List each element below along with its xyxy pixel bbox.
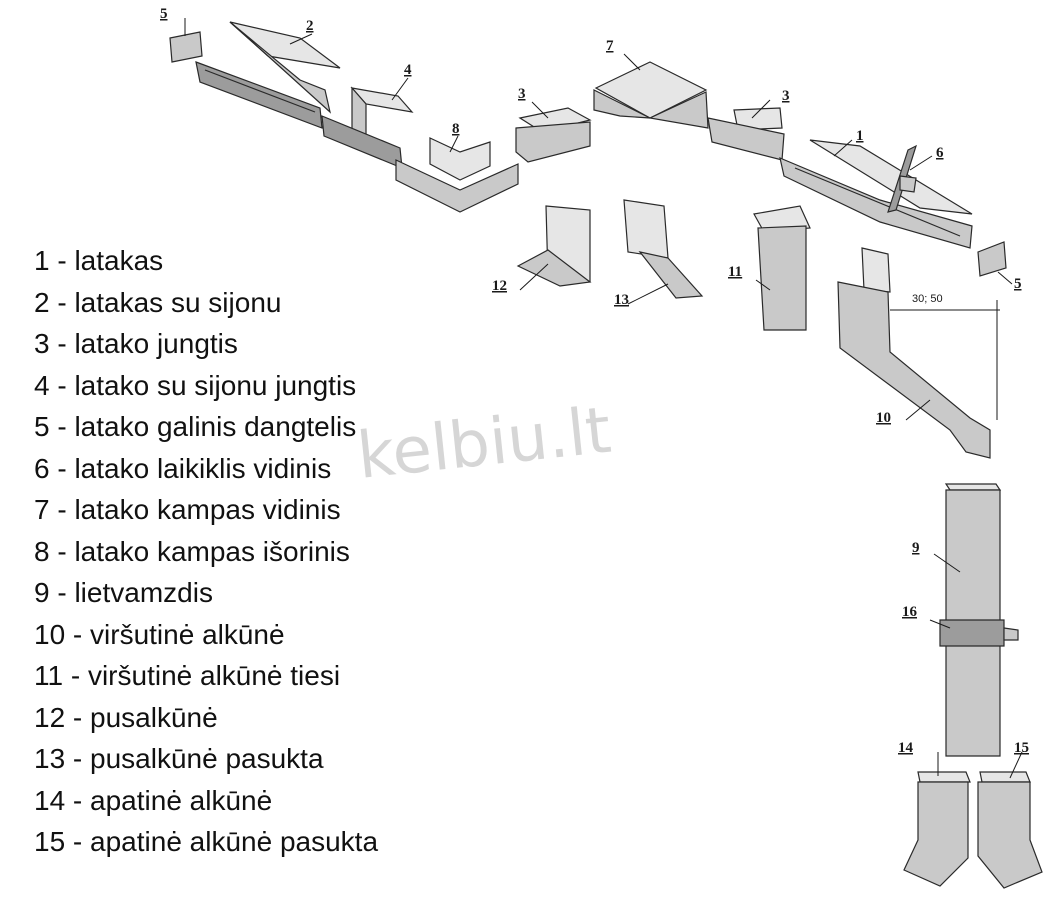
part-end-cap-right [977, 241, 1007, 277]
legend-item: 8 - latako kampas išorinis [34, 535, 350, 567]
legend-item: 7 - latako kampas vidinis [34, 494, 341, 525]
legend-item: 4 - latako su sijonu jungtis [34, 369, 357, 401]
part-half-elbow [516, 205, 592, 287]
dimension-marker: 30; 50 [890, 293, 1000, 420]
callout-6: 6 [936, 145, 944, 161]
part-external-corner [395, 137, 519, 213]
legend-item: 6 - latako laikiklis vidinis [34, 452, 332, 484]
callouts: 5 2 4 8 3 7 3 1 6 5 12 13 11 10 9 16 14 … [160, 6, 1029, 756]
watermark: kelbiu.lt [354, 394, 614, 494]
callout-7: 7 [606, 38, 614, 54]
callout-4: 4 [404, 62, 412, 78]
legend-item: 5 - latako galinis dangtelis [34, 411, 357, 442]
callout-2: 2 [306, 18, 314, 34]
part-bottom-elbow [903, 771, 971, 887]
callout-15: 15 [1014, 740, 1029, 756]
legend-item: 12 - pusalkūnė [34, 701, 218, 733]
dimension-label: 30; 50 [912, 293, 943, 305]
callout-5b: 5 [1014, 276, 1022, 292]
part-gutter-with-skirt [195, 21, 341, 129]
callout-9: 9 [912, 540, 920, 556]
part-connector-right [707, 107, 785, 161]
callout-3b: 3 [782, 88, 790, 104]
callout-13: 13 [614, 292, 629, 308]
leader-lines [184, 18, 1023, 779]
part-gutter [779, 139, 973, 249]
callout-12: 12 [492, 278, 507, 294]
legend-item: 2 - latakas su sijonu [34, 286, 282, 318]
legend-item: 9 - lietvamzdis [34, 577, 213, 608]
parts-legend: 1 - latakas 2 - latakas su sijonu 3 - la… [34, 240, 378, 863]
callout-1: 1 [856, 128, 864, 144]
part-top-elbow [837, 247, 991, 459]
callout-11: 11 [728, 264, 742, 280]
callout-16: 16 [902, 604, 918, 620]
callout-3a: 3 [518, 86, 526, 102]
legend-item: 11 - viršutinė alkūnė tiesi [34, 660, 341, 691]
legend-item: 13 - pusalkūnė pasukta [34, 743, 324, 774]
part-internal-corner [593, 61, 709, 129]
part-straight-top-elbow [753, 205, 811, 331]
part-end-cap-left [169, 31, 203, 63]
legend-item: 14 - apatinė alkūnė [34, 784, 273, 816]
callout-8: 8 [452, 121, 460, 137]
part-skirt-connector [321, 86, 414, 169]
callout-14: 14 [898, 740, 914, 756]
part-half-elbow-rotated [623, 199, 704, 299]
legend-item: 15 - apatinė alkūnė pasukta [34, 826, 379, 857]
legend-item: 3 - latako jungtis [34, 328, 238, 359]
legend-item: 1 - latakas [34, 245, 164, 276]
part-inner-hanger [887, 144, 917, 213]
legend-item: 10 - viršutinė alkūnė [34, 618, 285, 650]
part-connector-left [515, 107, 592, 163]
part-bottom-elbow-rotated [977, 771, 1043, 889]
callout-10: 10 [876, 410, 891, 426]
callout-5a: 5 [160, 6, 168, 22]
part-pipe-bracket [939, 619, 1019, 647]
